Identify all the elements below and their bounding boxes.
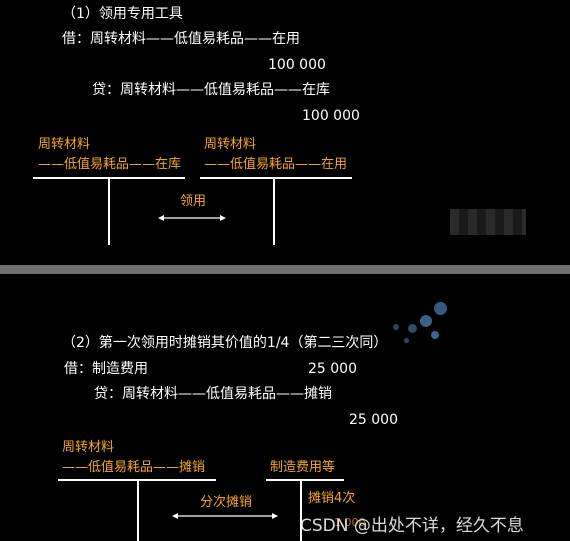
slide1-debit-entry: 借：周转材料——低值易耗品——在用 [62, 31, 300, 47]
slide-2: （2）第一次领用时摊销其价值的1/4（第二三次同） 借：制造费用 25 000 … [0, 274, 570, 541]
slide1-debit-amount: 100 000 [268, 57, 326, 73]
slide2-taccount-right-hline [266, 479, 344, 481]
slide1-title: （1）领用专用工具 [62, 6, 183, 22]
slide2-debit-amount: 25 000 [308, 361, 357, 377]
slide1-taccount-right-vline [273, 177, 275, 245]
slide2-credit-amount: 25 000 [349, 412, 398, 428]
slide-1: （1）领用专用工具 借：周转材料——低值易耗品——在用 100 000 贷：周转… [0, 0, 570, 265]
slide2-title: （2）第一次领用时摊销其价值的1/4（第二三次同） [62, 335, 388, 351]
slide-divider [0, 265, 570, 274]
decor-dot [404, 338, 409, 343]
slide2-right-note-2: 1,000 [334, 516, 366, 529]
decor-dot [393, 324, 399, 330]
decor-dot [434, 302, 447, 315]
slide1-taccount-right-title: 周转材料 [204, 137, 257, 152]
slide2-taccount-left-title: 周转材料 [62, 440, 115, 455]
slide2-debit-entry: 借：制造费用 [64, 361, 148, 377]
slide2-double-arrow-icon [172, 513, 278, 519]
slide2-credit-entry: 贷：周转材料——低值易耗品——摊销 [94, 386, 332, 402]
decor-dot [420, 315, 432, 327]
slide2-taccount-left-subtitle: ——低值易耗品——摊销 [62, 460, 206, 475]
decor-dot [408, 324, 417, 333]
slide1-double-arrow-icon [158, 215, 226, 221]
slide2-taccount-right-vline [300, 479, 302, 541]
slide1-taccount-right-subtitle: ——低值易耗品——在用 [204, 157, 348, 172]
decor-dot [431, 331, 439, 339]
slide1-arrow-label: 领用 [180, 194, 207, 209]
slide2-arrow-label: 分次摊销 [200, 495, 253, 510]
slide1-taccount-left-subtitle: ——低值易耗品——在库 [38, 157, 182, 172]
slide1-taccount-right-hline [200, 177, 352, 179]
slide2-taccount-left-vline [137, 479, 139, 541]
slide1-credit-entry: 贷：周转材料——低值易耗品——在库 [92, 82, 330, 98]
slide2-right-note: 摊销4次 [308, 491, 356, 506]
slide1-taccount-left-title: 周转材料 [38, 137, 91, 152]
watermark: CSDN @出处不详，经久不息 [300, 516, 524, 536]
slide1-taccount-left-vline [108, 177, 110, 245]
slide2-taccount-right-title: 制造费用等 [270, 460, 336, 475]
slide1-credit-amount: 100 000 [302, 108, 360, 124]
pixelated-redaction [450, 209, 526, 235]
